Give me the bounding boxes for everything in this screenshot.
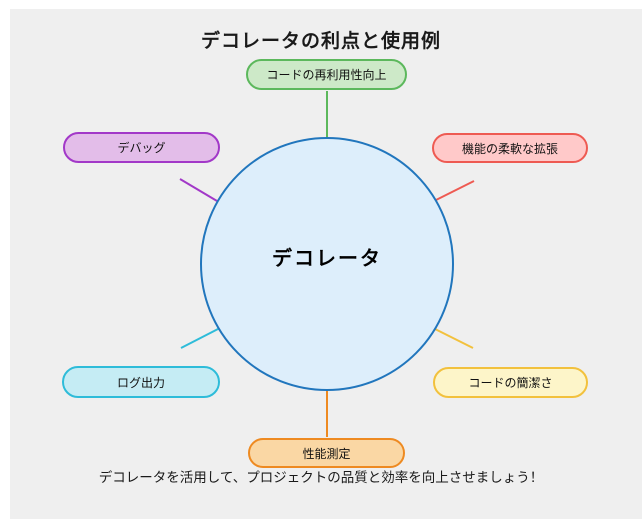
node-performance: 性能測定: [248, 438, 405, 468]
node-performance-label: 性能測定: [302, 446, 351, 461]
node-extension-label: 機能の柔軟な拡張: [461, 141, 558, 156]
connector-line-logging: [180, 328, 219, 349]
node-reusability: コードの再利用性向上: [246, 59, 407, 90]
node-debug-label: デバッグ: [117, 141, 166, 155]
node-conciseness-label: コードの簡潔さ: [468, 376, 553, 390]
diagram-title: デコレータの利点と使用例: [200, 31, 441, 52]
connector-line-extension: [435, 180, 475, 201]
node-logging: ログ出力: [62, 366, 220, 398]
center-node-label: デコレータ: [272, 247, 382, 270]
node-logging-label: ログ出力: [116, 375, 165, 390]
diagram-footer-text: デコレータを活用して、プロジェクトの品質と効率を向上させましょう！: [98, 470, 544, 485]
connector-line-conciseness: [434, 328, 474, 349]
node-extension: 機能の柔軟な拡張: [432, 133, 588, 163]
connector-line-debug: [179, 178, 218, 202]
node-reusability-label: コードの再利用性向上: [266, 68, 387, 82]
node-conciseness: コードの簡潔さ: [433, 367, 588, 398]
node-debug: デバッグ: [63, 132, 220, 163]
center-node-circle: デコレータ: [200, 137, 454, 391]
